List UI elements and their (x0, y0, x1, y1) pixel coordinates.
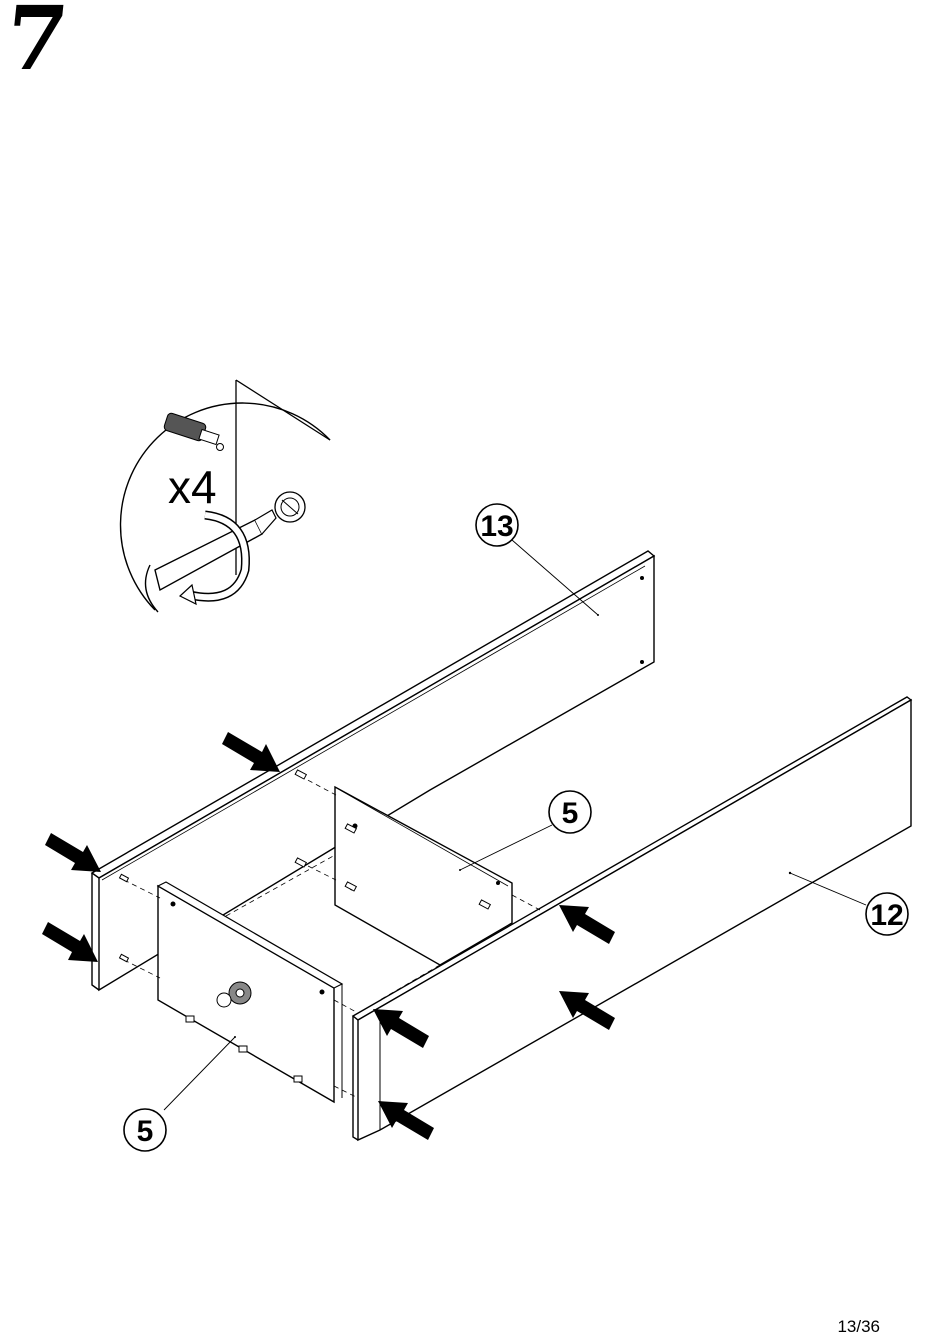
arrow-icon (42, 922, 98, 962)
part-13-label: 13 (480, 510, 513, 543)
page-number: 13/36 (837, 1317, 880, 1337)
arrow-icon (45, 833, 101, 872)
arrow-icon (222, 732, 280, 772)
detail-circle: x4 (121, 380, 330, 612)
panel-5-upper (335, 787, 512, 965)
part-5-callout-upper: 5 (549, 791, 591, 833)
cam-bolt-icon (163, 412, 223, 450)
panel-5-lower (158, 882, 342, 1102)
part-5-label-lower: 5 (137, 1115, 154, 1148)
quantity-label: x4 (168, 461, 217, 513)
part-5-callout-lower: 5 (124, 1109, 166, 1151)
part-13-callout: 13 (476, 504, 518, 546)
part-5-label-upper: 5 (562, 797, 579, 830)
cam-lock-icon (275, 492, 305, 522)
part-12-callout: 12 (866, 893, 908, 935)
part-12-label: 12 (870, 899, 903, 932)
